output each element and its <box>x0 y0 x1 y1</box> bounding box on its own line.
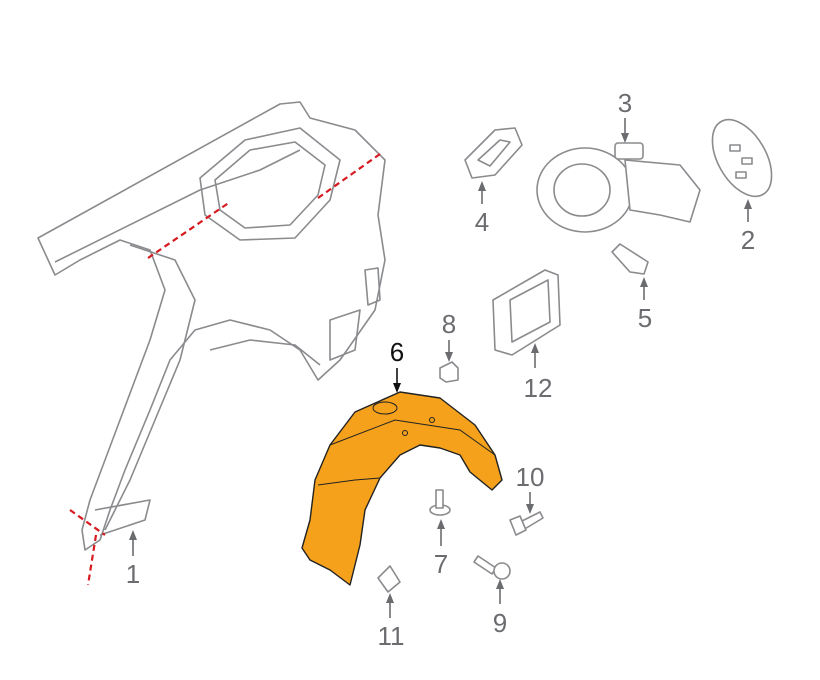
wheel-house-liner-drawing[interactable] <box>301 391 503 586</box>
callout-label-7[interactable]: 7 <box>434 549 448 579</box>
screw-drawing <box>473 555 511 580</box>
quarter-panel-drawing <box>37 101 386 586</box>
callout-label-4[interactable]: 4 <box>475 207 489 237</box>
clip-nut-drawing <box>377 565 401 593</box>
callout-label-3[interactable]: 3 <box>618 88 632 118</box>
cut-line <box>86 534 98 586</box>
seal-drawing <box>464 127 523 179</box>
callout-label-2[interactable]: 2 <box>741 225 755 255</box>
push-clip-drawing <box>429 489 451 516</box>
callout-label-12[interactable]: 12 <box>524 373 553 403</box>
callout-label-5[interactable]: 5 <box>638 303 652 333</box>
fuel-filler-housing-drawing <box>536 142 701 233</box>
nut-drawing <box>439 361 459 383</box>
actuator-drawing <box>611 243 649 275</box>
cut-line <box>147 201 231 259</box>
callout-label-9[interactable]: 9 <box>493 608 507 638</box>
callout-label-11[interactable]: 11 <box>378 621 405 651</box>
fuel-door-drawing <box>711 118 773 198</box>
callout-label-1[interactable]: 1 <box>126 559 140 589</box>
callout-label-10[interactable]: 10 <box>516 462 545 492</box>
vent-drawing <box>492 269 561 356</box>
callout-label-8[interactable]: 8 <box>442 309 456 339</box>
cut-line <box>317 153 381 199</box>
callout-arrows <box>129 118 752 618</box>
bolt-drawing <box>509 511 544 536</box>
callout-label-6[interactable]: 6 <box>390 337 404 367</box>
cut-line <box>69 509 106 536</box>
